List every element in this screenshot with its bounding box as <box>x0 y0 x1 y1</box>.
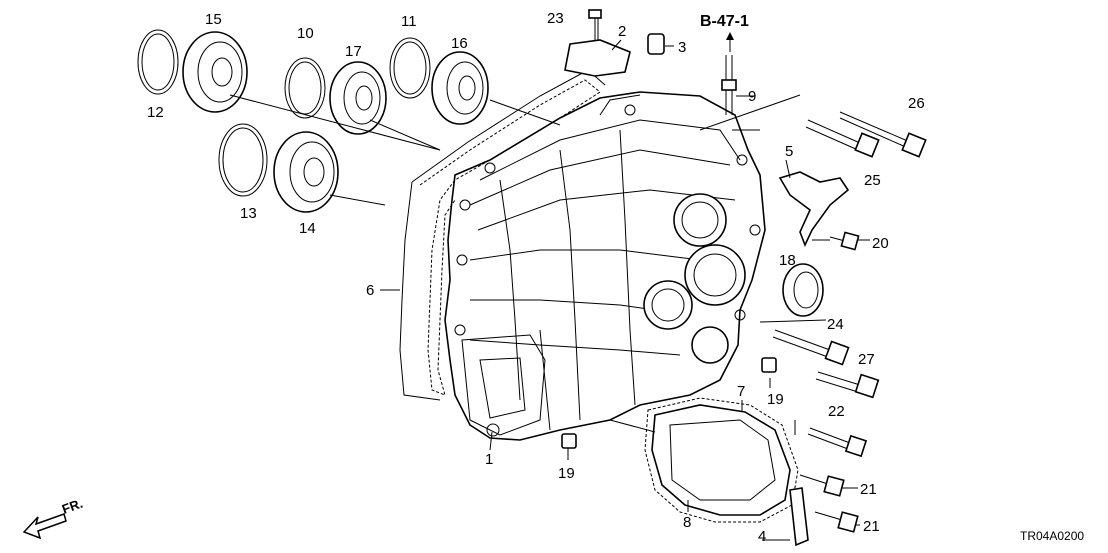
snap-ring-12 <box>137 29 179 95</box>
bolt-20 <box>829 231 860 251</box>
bolt-21-lower <box>814 511 859 533</box>
bearing-17 <box>329 61 387 135</box>
bearing-15 <box>182 31 248 113</box>
callout-19-upper: 19 <box>767 391 784 408</box>
callout-5: 5 <box>785 143 793 160</box>
bolt-27 <box>815 371 880 399</box>
callout-24: 24 <box>827 316 844 333</box>
callout-14: 14 <box>299 220 316 237</box>
callout-1: 1 <box>485 451 493 468</box>
callout-10: 10 <box>297 25 314 42</box>
callout-22: 22 <box>828 403 845 420</box>
bolt-25 <box>805 119 880 158</box>
callout-labels: 1 2 3 4 5 6 7 8 9 10 11 12 13 14 15 16 1… <box>147 10 925 545</box>
stud-9 <box>721 55 737 115</box>
callout-23: 23 <box>547 10 564 27</box>
callout-3: 3 <box>678 39 686 56</box>
snap-ring-10 <box>284 57 326 119</box>
callout-20: 20 <box>872 235 889 252</box>
callout-4: 4 <box>758 528 766 545</box>
reference-label: B-47-1 <box>700 13 749 30</box>
case-gasket <box>419 79 601 396</box>
front-direction-label: FR. <box>60 496 85 517</box>
bolt-24 <box>772 329 850 366</box>
callout-12: 12 <box>147 104 164 121</box>
callout-25: 25 <box>864 172 881 189</box>
callout-18: 18 <box>779 252 796 269</box>
front-direction-arrow-icon <box>22 513 67 540</box>
snap-ring-11 <box>389 37 431 99</box>
transmission-case <box>444 91 766 441</box>
dowel-19-lower <box>561 433 577 449</box>
snap-ring-13 <box>218 123 268 197</box>
callout-17: 17 <box>345 43 362 60</box>
callout-16: 16 <box>451 35 468 52</box>
reference-arrow-icon <box>726 32 734 52</box>
diagram-code: TR04A0200 <box>1020 529 1084 543</box>
dowel-19-upper <box>761 357 777 373</box>
callout-21-upper: 21 <box>860 481 877 498</box>
side-cover <box>644 397 799 523</box>
bearing-14 <box>273 131 339 213</box>
callout-2: 2 <box>618 23 626 40</box>
bolt-26 <box>839 111 927 158</box>
callout-13: 13 <box>240 205 257 222</box>
callout-9: 9 <box>748 88 756 105</box>
bracket-4 <box>789 487 809 547</box>
dowel-3 <box>647 33 665 55</box>
bearing-16 <box>431 51 489 125</box>
callout-21-lower: 21 <box>863 518 880 535</box>
callout-19-lower: 19 <box>558 465 575 482</box>
oil-seal-18 <box>782 263 824 317</box>
bolt-21-upper <box>799 474 845 497</box>
bracket-5 <box>778 171 850 248</box>
callout-15: 15 <box>205 11 222 28</box>
callout-26: 26 <box>908 95 925 112</box>
leader-lines <box>229 39 870 541</box>
bolt-23 <box>588 9 602 42</box>
callout-7: 7 <box>737 383 745 400</box>
callout-6: 6 <box>366 282 374 299</box>
callout-8: 8 <box>683 514 691 531</box>
bolt-22 <box>807 427 868 458</box>
callout-11: 11 <box>401 13 417 30</box>
bracket-2 <box>564 39 631 77</box>
callout-27: 27 <box>858 351 875 368</box>
